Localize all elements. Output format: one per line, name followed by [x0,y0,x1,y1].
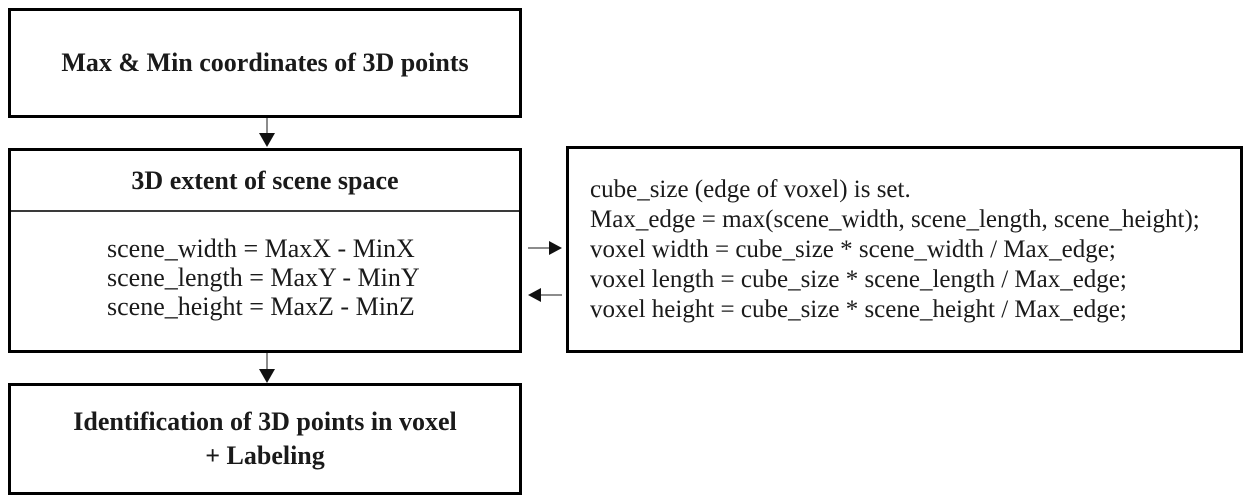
formula-line: scene_length = MaxY - MinY [107,263,420,292]
node-identification: Identification of 3D points in voxel + L… [8,383,522,495]
arrow-down-stem [266,118,268,134]
formula-line: voxel height = cube_size * scene_height … [590,296,1127,323]
formula-line: Max_edge = max(scene_width, scene_length… [590,206,1200,233]
arrow-left-stem [541,294,562,296]
formula-line: scene_height = MaxZ - MinZ [107,292,415,321]
node-identification-title-line1: Identification of 3D points in voxel [73,407,457,436]
node-max-min-coordinates: Max & Min coordinates of 3D points [8,8,522,118]
formula-line: voxel length = cube_size * scene_length … [590,266,1127,293]
arrow-down-stem [266,353,268,369]
formula-line: cube_size (edge of voxel) is set. [590,176,911,203]
node-voxel-size-body: cube_size (edge of voxel) is set. Max_ed… [569,149,1240,325]
formula-line: scene_width = MaxX - MinX [107,234,415,263]
node-scene-extent-title: 3D extent of scene space [11,151,519,212]
node-voxel-size: cube_size (edge of voxel) is set. Max_ed… [566,146,1243,353]
arrow-down-head [259,369,275,383]
arrow-right-stem [528,247,550,249]
formula-line: voxel width = cube_size * scene_width / … [590,236,1116,263]
node-scene-extent: 3D extent of scene space scene_width = M… [8,148,522,353]
node-scene-extent-body: scene_width = MaxX - MinX scene_length =… [11,212,519,321]
node-max-min-title: Max & Min coordinates of 3D points [61,48,469,77]
arrow-down-head [259,133,275,147]
arrow-right-head [549,241,562,255]
node-identification-title-line2: + Labeling [205,441,325,470]
arrow-left-head [528,288,541,302]
